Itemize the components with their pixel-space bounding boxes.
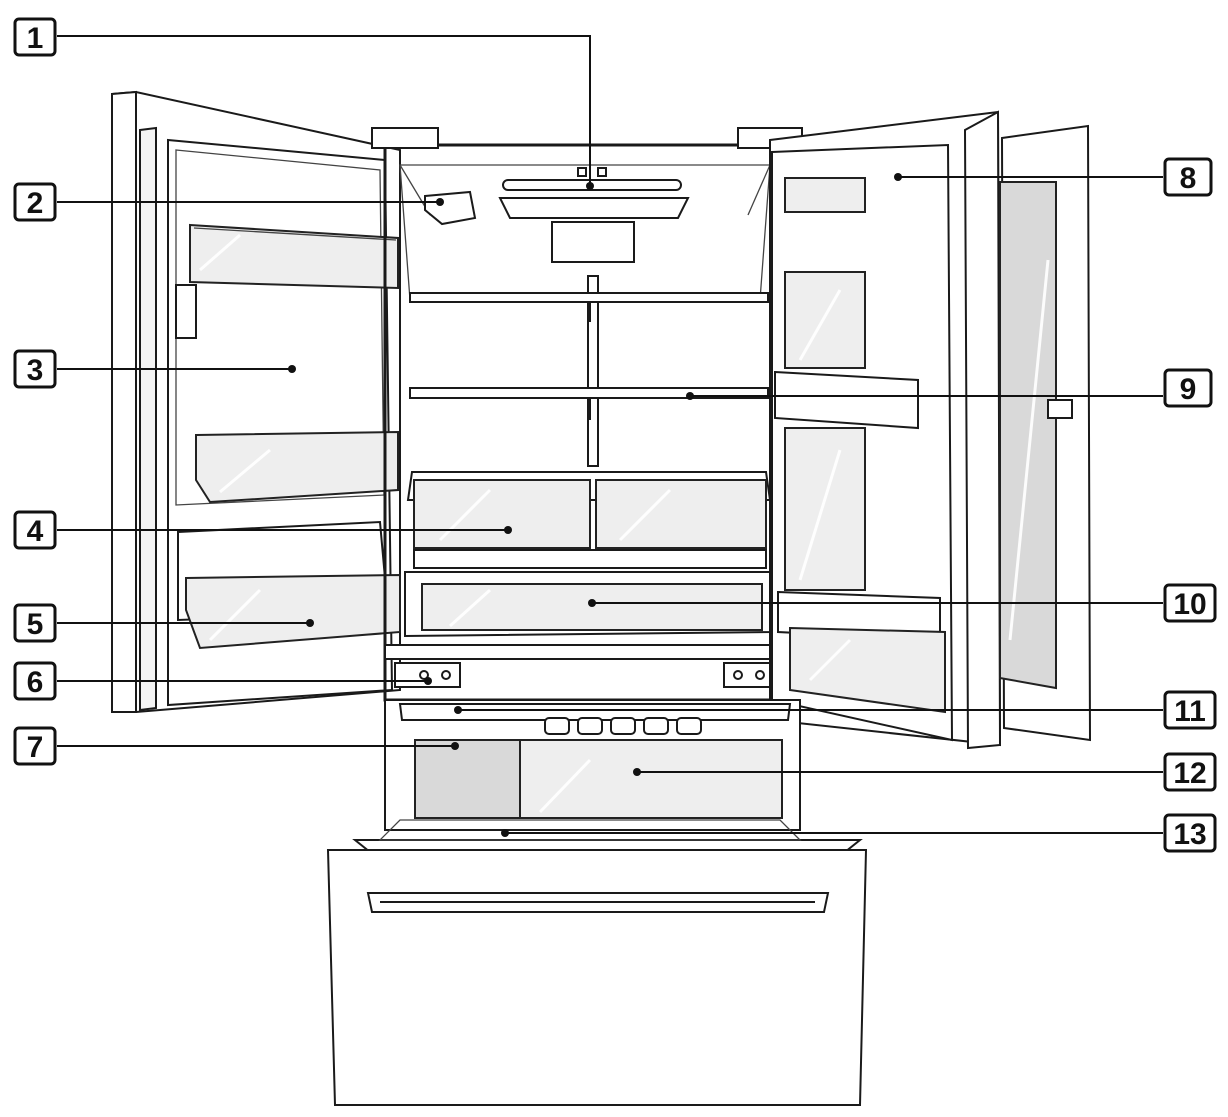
callouts: 1 2 3 4 5 xyxy=(13,17,1217,853)
callout-1: 1 xyxy=(13,17,594,190)
callout-3-label: 3 xyxy=(27,354,44,387)
callout-9-label: 9 xyxy=(1180,373,1197,406)
callout-13-label: 13 xyxy=(1173,818,1206,851)
callout-4: 4 xyxy=(13,510,512,550)
callout-11-label: 11 xyxy=(1174,695,1206,728)
freezer xyxy=(326,699,868,1106)
callout-11: 11 xyxy=(454,690,1217,730)
vent-slots xyxy=(544,717,702,735)
callout-2-label: 2 xyxy=(27,187,44,220)
callout-7: 7 xyxy=(13,726,459,766)
callout-7-label: 7 xyxy=(27,731,44,764)
callout-1-label: 1 xyxy=(27,22,44,55)
callout-5: 5 xyxy=(13,603,314,643)
callout-10-label: 10 xyxy=(1173,588,1206,621)
callout-2: 2 xyxy=(13,182,444,222)
callout-12: 12 xyxy=(633,752,1217,792)
callout-5-label: 5 xyxy=(27,608,44,641)
callout-13: 13 xyxy=(501,813,1217,853)
left-door xyxy=(111,90,401,713)
callout-8: 8 xyxy=(894,157,1213,197)
cabinet xyxy=(371,127,803,702)
callout-3: 3 xyxy=(13,349,296,389)
callout-10: 10 xyxy=(588,583,1217,623)
callout-4-label: 4 xyxy=(27,515,44,548)
right-door xyxy=(769,110,1092,750)
callout-12-label: 12 xyxy=(1173,757,1206,790)
callout-8-label: 8 xyxy=(1180,162,1197,195)
callout-6-label: 6 xyxy=(27,666,44,699)
callout-6: 6 xyxy=(13,661,432,701)
callout-9: 9 xyxy=(686,368,1213,408)
